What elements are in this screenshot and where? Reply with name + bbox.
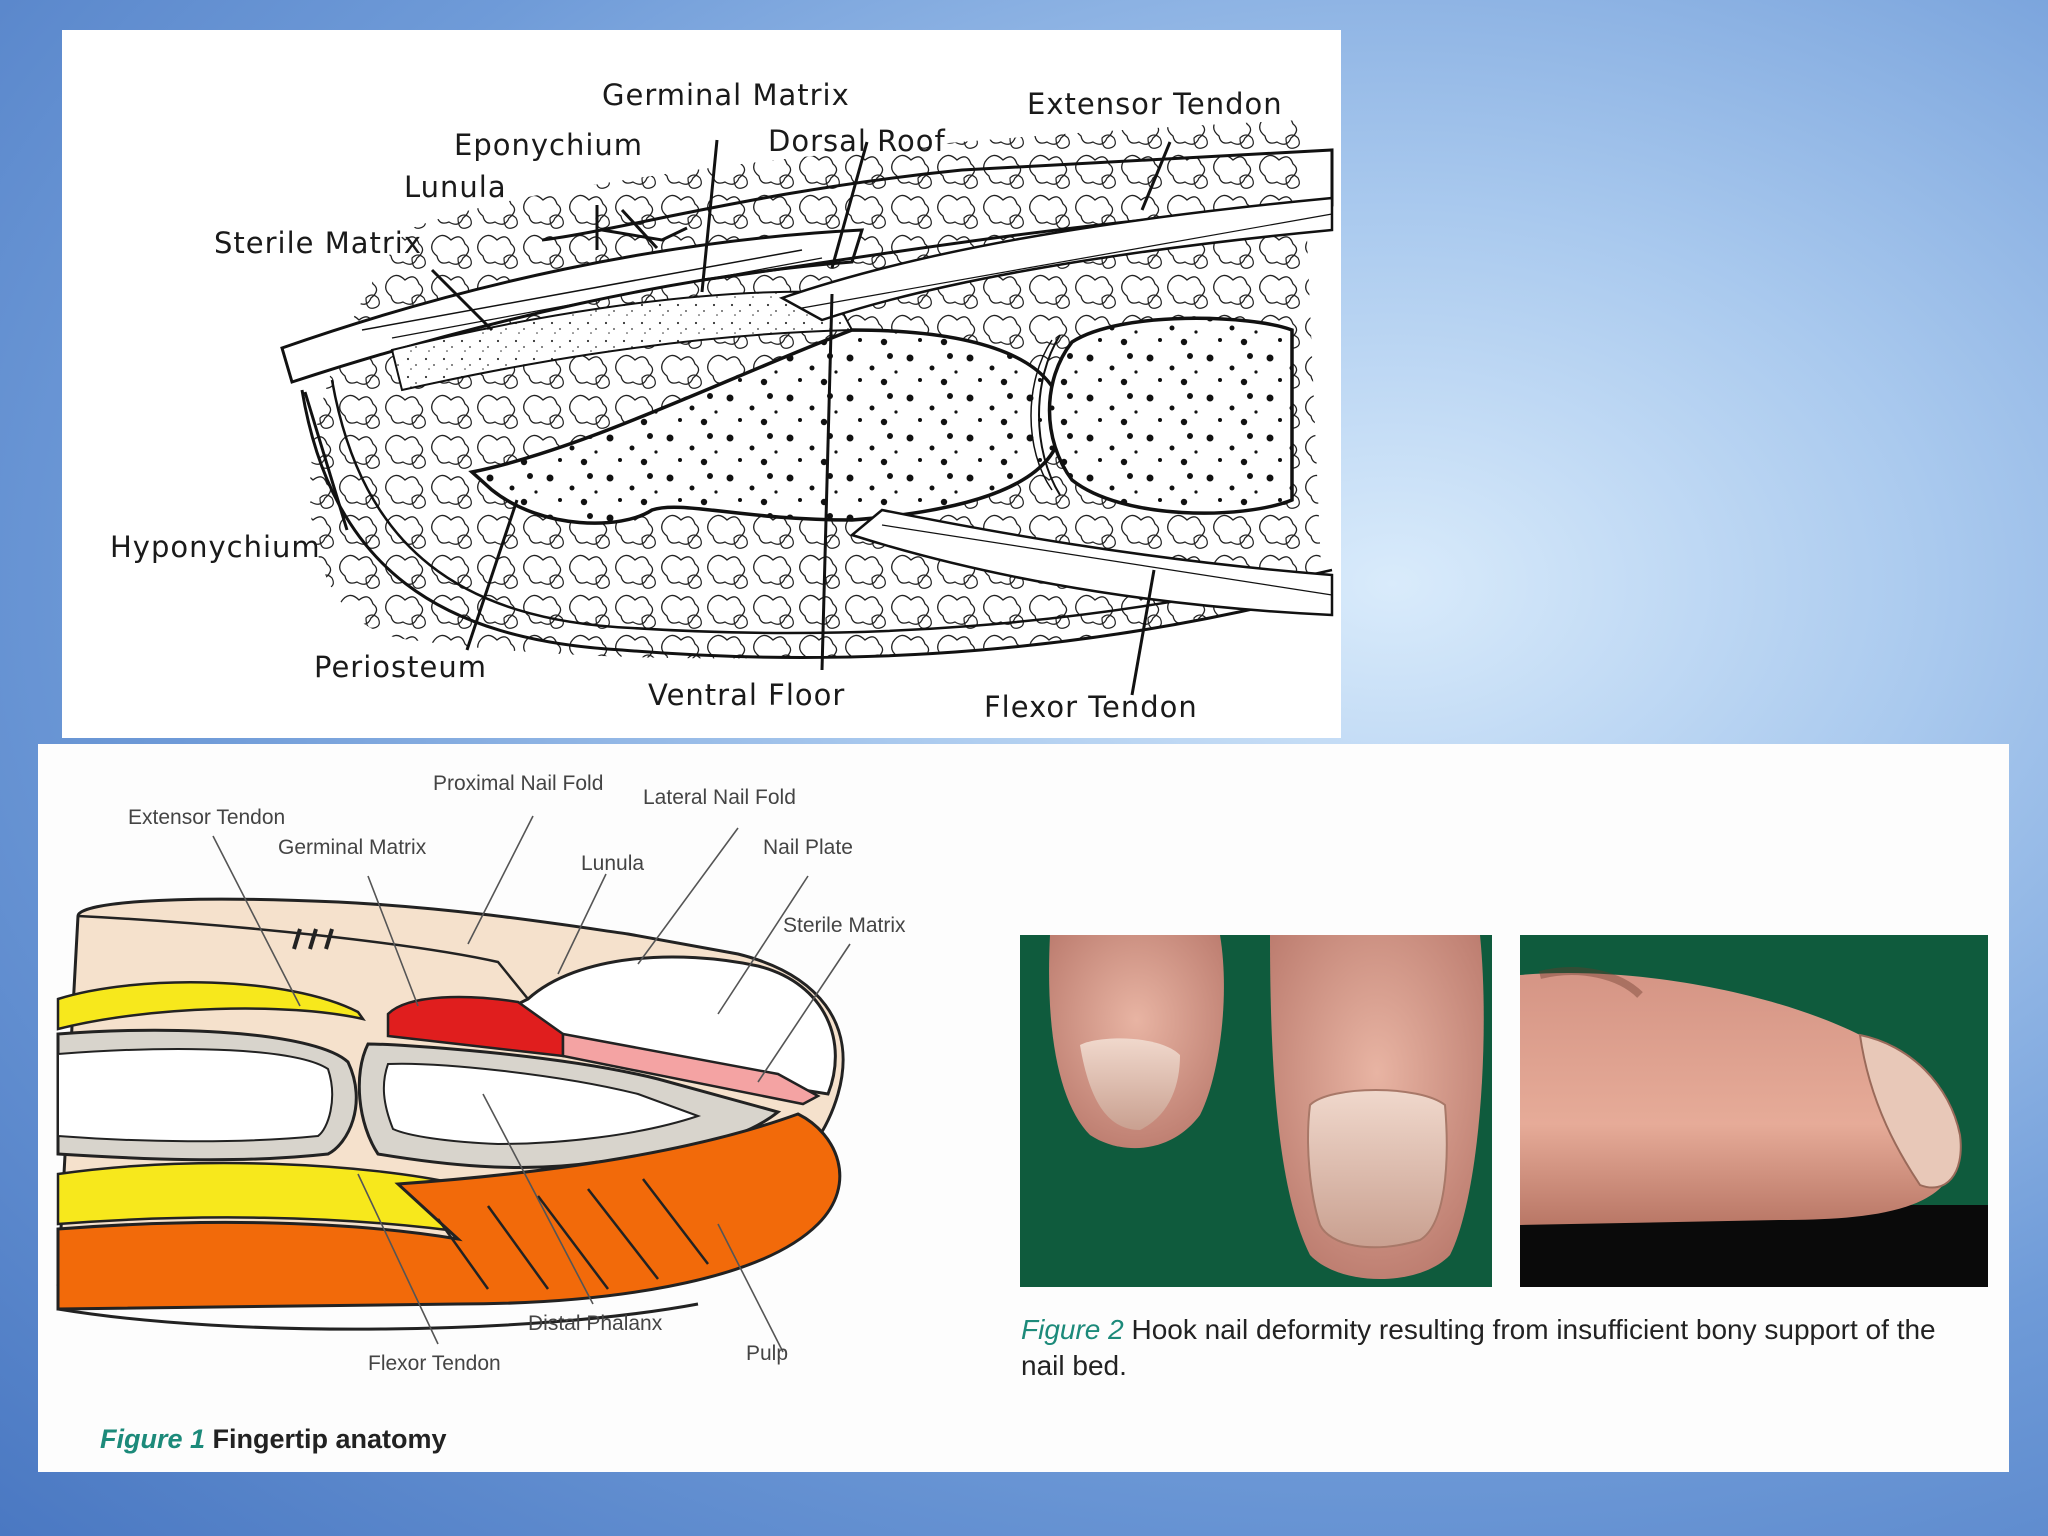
figure2-caption: Figure 2 Hook nail deformity resulting f…	[1021, 1312, 1981, 1384]
label-nail-plate: Nail Plate	[763, 836, 853, 859]
figure1-caption-text: Fingertip anatomy	[212, 1424, 447, 1454]
nail-anatomy-drawing	[280, 120, 1334, 696]
fingertip-anatomy-diagram	[56, 815, 851, 1353]
label-eponychium: Eponychium	[454, 128, 644, 162]
label-lateral-nail-fold: Lateral Nail Fold	[643, 786, 796, 809]
hook-nail-photo-lateral	[1520, 935, 1988, 1287]
label-ventral-floor: Ventral Floor	[648, 678, 846, 712]
label-dorsal-roof: Dorsal Roof	[768, 124, 946, 158]
label-extensor-tendon: Extensor Tendon	[1027, 87, 1283, 121]
label-sterile-matrix-fig1: Sterile Matrix	[783, 914, 906, 937]
label-germinal-matrix: Germinal Matrix	[602, 78, 850, 112]
label-hyponychium: Hyponychium	[110, 530, 321, 564]
finger-lateral-illustration	[1520, 967, 1988, 1287]
figure1-caption: Figure 1 Fingertip anatomy	[100, 1424, 447, 1455]
figure2-caption-number: Figure 2	[1021, 1314, 1124, 1345]
hook-nail-photo-dorsal	[1020, 935, 1492, 1287]
label-pulp: Pulp	[746, 1342, 789, 1365]
label-distal-phalanx: Distal Phalanx	[528, 1312, 663, 1335]
label-flexor-tendon: Flexor Tendon	[984, 690, 1198, 724]
figures-panel: Proximal Nail Fold Extensor Tendon Later…	[38, 744, 2009, 1472]
label-periosteum: Periosteum	[314, 650, 487, 684]
label-germinal-matrix-fig1: Germinal Matrix	[278, 836, 427, 859]
label-lunula: Lunula	[404, 170, 507, 204]
finger-dorsal-illustration	[1049, 935, 1484, 1279]
label-proximal-nail-fold: Proximal Nail Fold	[433, 772, 604, 795]
label-lunula-fig1: Lunula	[581, 852, 645, 875]
label-flexor-tendon-fig1: Flexor Tendon	[368, 1352, 501, 1375]
nail-anatomy-line-drawing: Germinal Matrix Extensor Tendon Eponychi…	[62, 30, 1341, 738]
label-extensor-tendon-fig1: Extensor Tendon	[128, 806, 286, 829]
label-sterile-matrix: Sterile Matrix	[214, 226, 423, 260]
figure2-caption-text: Hook nail deformity resulting from insuf…	[1021, 1314, 1936, 1381]
figure1-caption-number: Figure 1	[100, 1424, 206, 1454]
